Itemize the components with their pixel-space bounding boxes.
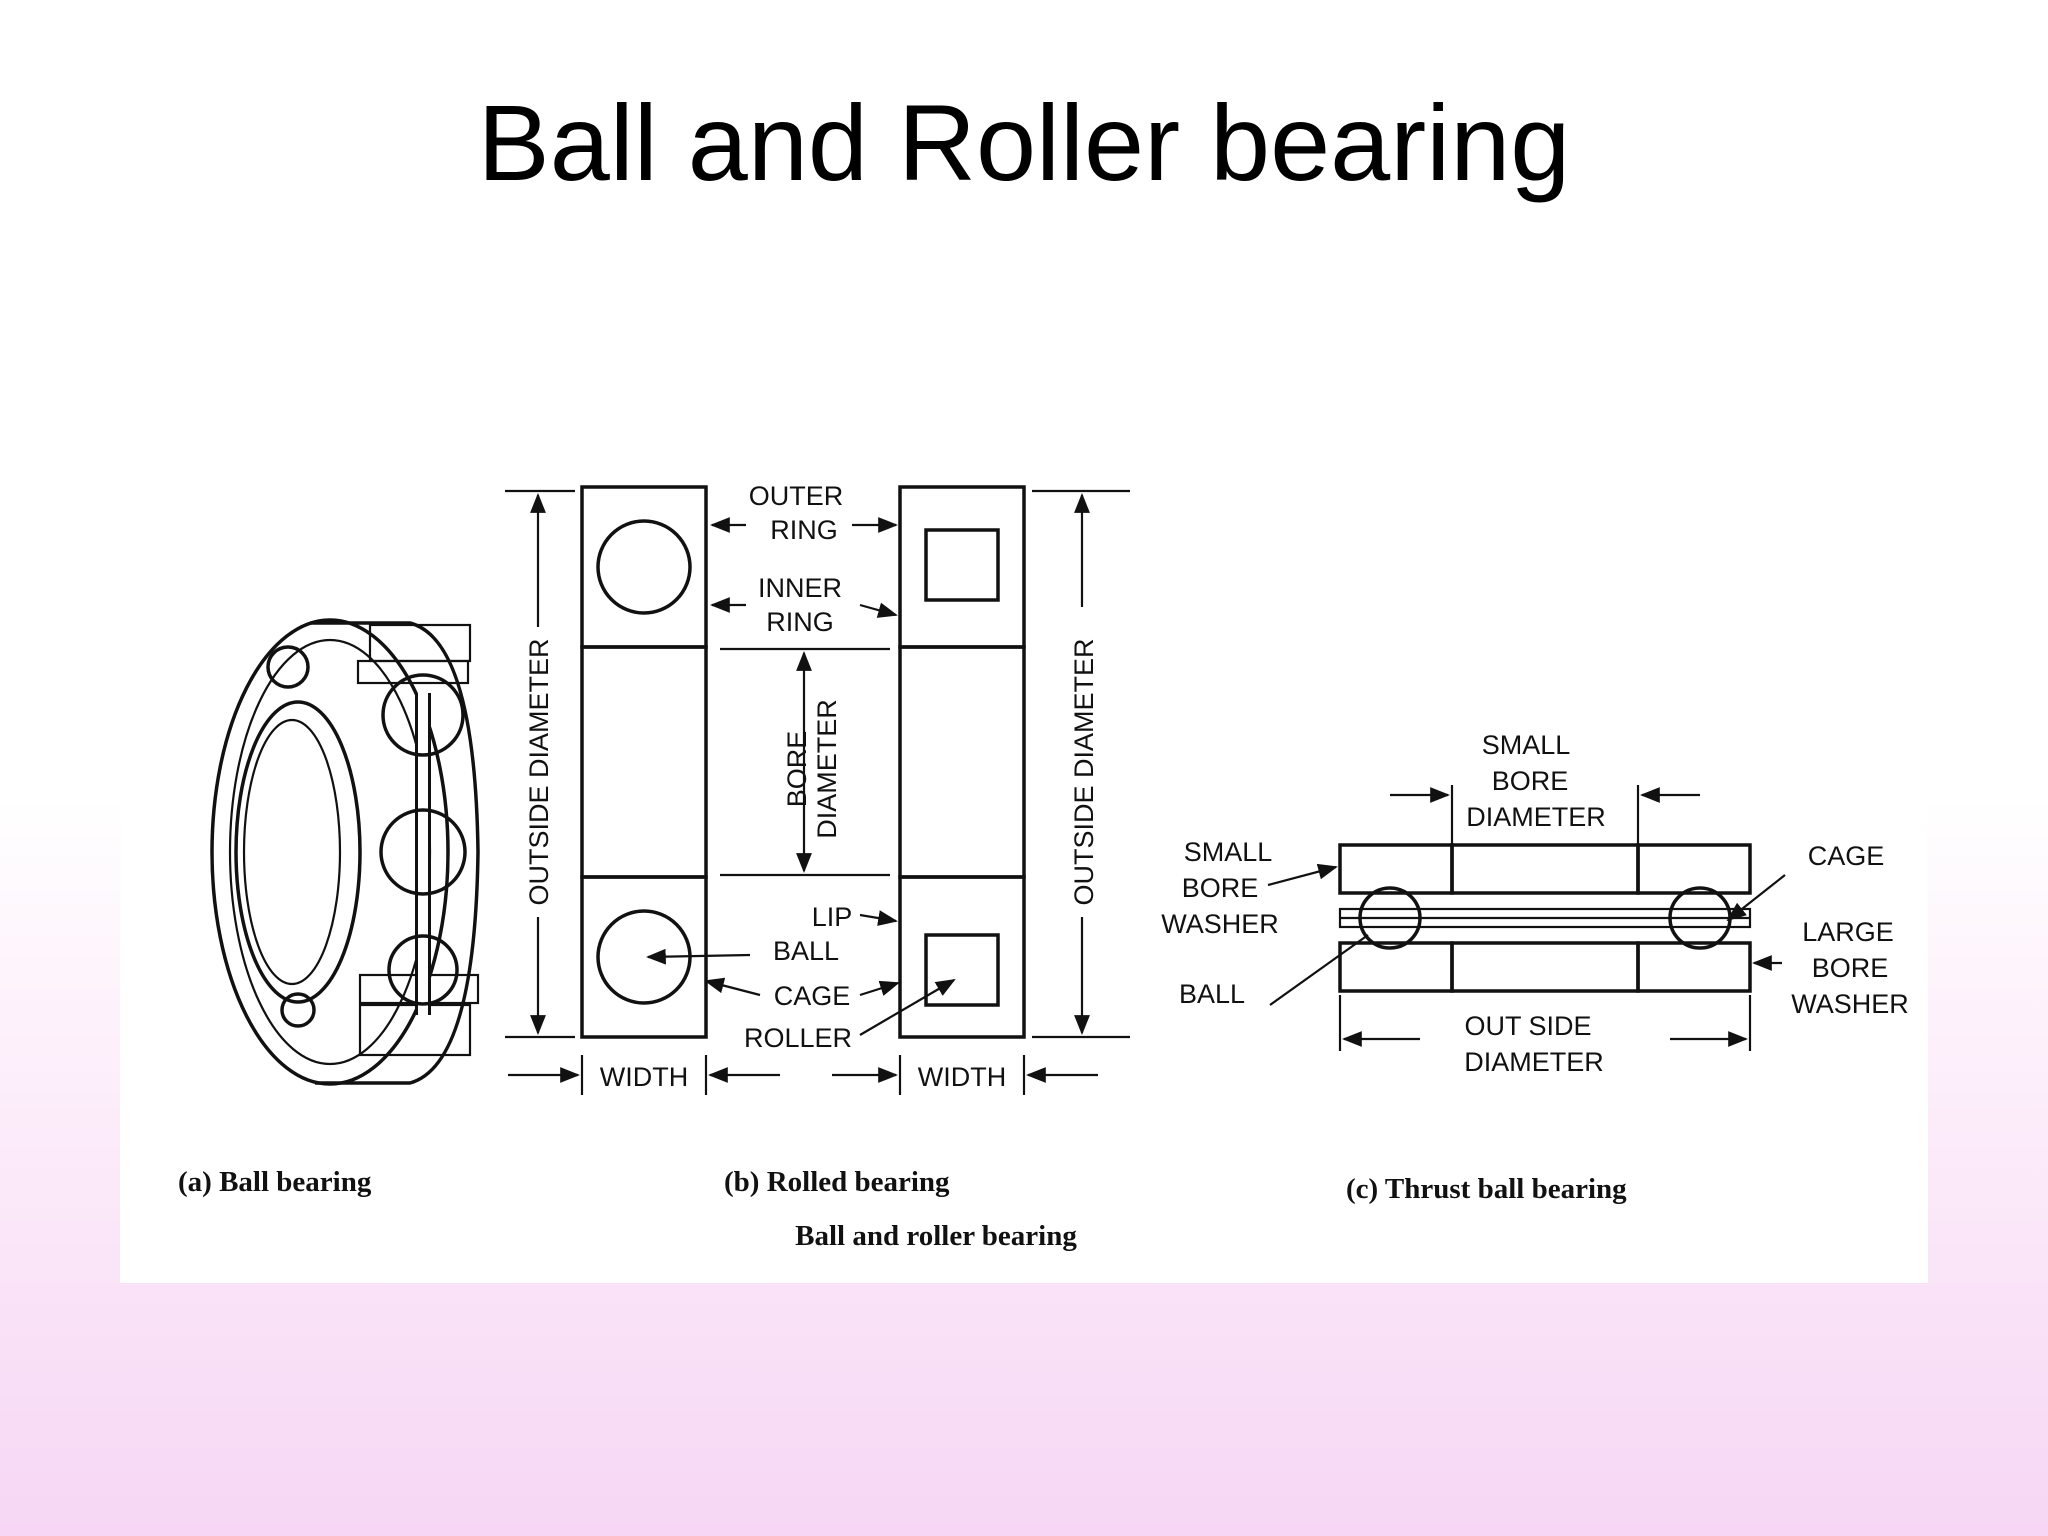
figure-caption: Ball and roller bearing (795, 1220, 1077, 1252)
thrust-bearing-section: SMALL BORE DIAMETER SMALL BORE WASHER BA… (1161, 730, 1909, 1077)
label-thrust-cage: CAGE (1808, 841, 1885, 871)
label-thrust-outside-diameter-2: DIAMETER (1464, 1047, 1604, 1077)
label-small-bore-diameter-2: BORE (1492, 766, 1569, 796)
rolled-bearing-section: OUTER RING INNER RING BORE DIAMETER OUTS… (505, 481, 1130, 1095)
slide-title: Ball and Roller bearing (477, 82, 1571, 203)
label-outer-ring-2: RING (770, 515, 838, 545)
label-large-bore-washer-1: LARGE (1802, 917, 1894, 947)
label-bore-diameter: DIAMETER (812, 699, 842, 839)
label-small-bore-diameter-1: SMALL (1482, 730, 1571, 760)
label-ball: BALL (773, 936, 839, 966)
ball-bearing-illustration (210, 618, 480, 1086)
label-lip: LIP (812, 902, 853, 932)
bearing-diagram: OUTER RING INNER RING BORE DIAMETER OUTS… (178, 481, 1909, 1252)
label-outside-diameter-right: OUTSIDE DIAMETER (1069, 638, 1099, 905)
label-small-bore-washer-1: SMALL (1184, 837, 1273, 867)
label-small-bore-washer-3: WASHER (1161, 909, 1279, 939)
label-width-right: WIDTH (918, 1062, 1006, 1092)
label-thrust-ball: BALL (1179, 979, 1245, 1009)
label-small-bore-diameter-3: DIAMETER (1466, 802, 1606, 832)
label-width-left: WIDTH (600, 1062, 688, 1092)
label-roller: ROLLER (744, 1023, 852, 1053)
label-bore: BORE (782, 731, 812, 808)
label-large-bore-washer-3: WASHER (1791, 989, 1909, 1019)
caption-rolled-bearing: (b) Rolled bearing (724, 1166, 950, 1198)
label-inner-ring-2: RING (766, 607, 834, 637)
label-outside-diameter-left: OUTSIDE DIAMETER (524, 638, 554, 905)
label-cage: CAGE (774, 981, 851, 1011)
caption-ball-bearing: (a) Ball bearing (178, 1166, 372, 1198)
label-large-bore-washer-2: BORE (1812, 953, 1889, 983)
label-outer-ring-1: OUTER (749, 481, 844, 511)
label-thrust-outside-diameter-1: OUT SIDE (1464, 1011, 1591, 1041)
caption-thrust-ball-bearing: (c) Thrust ball bearing (1346, 1173, 1627, 1205)
label-small-bore-washer-2: BORE (1182, 873, 1259, 903)
figure-panel: OUTER RING INNER RING BORE DIAMETER OUTS… (120, 415, 1928, 1283)
label-inner-ring-1: INNER (758, 573, 842, 603)
